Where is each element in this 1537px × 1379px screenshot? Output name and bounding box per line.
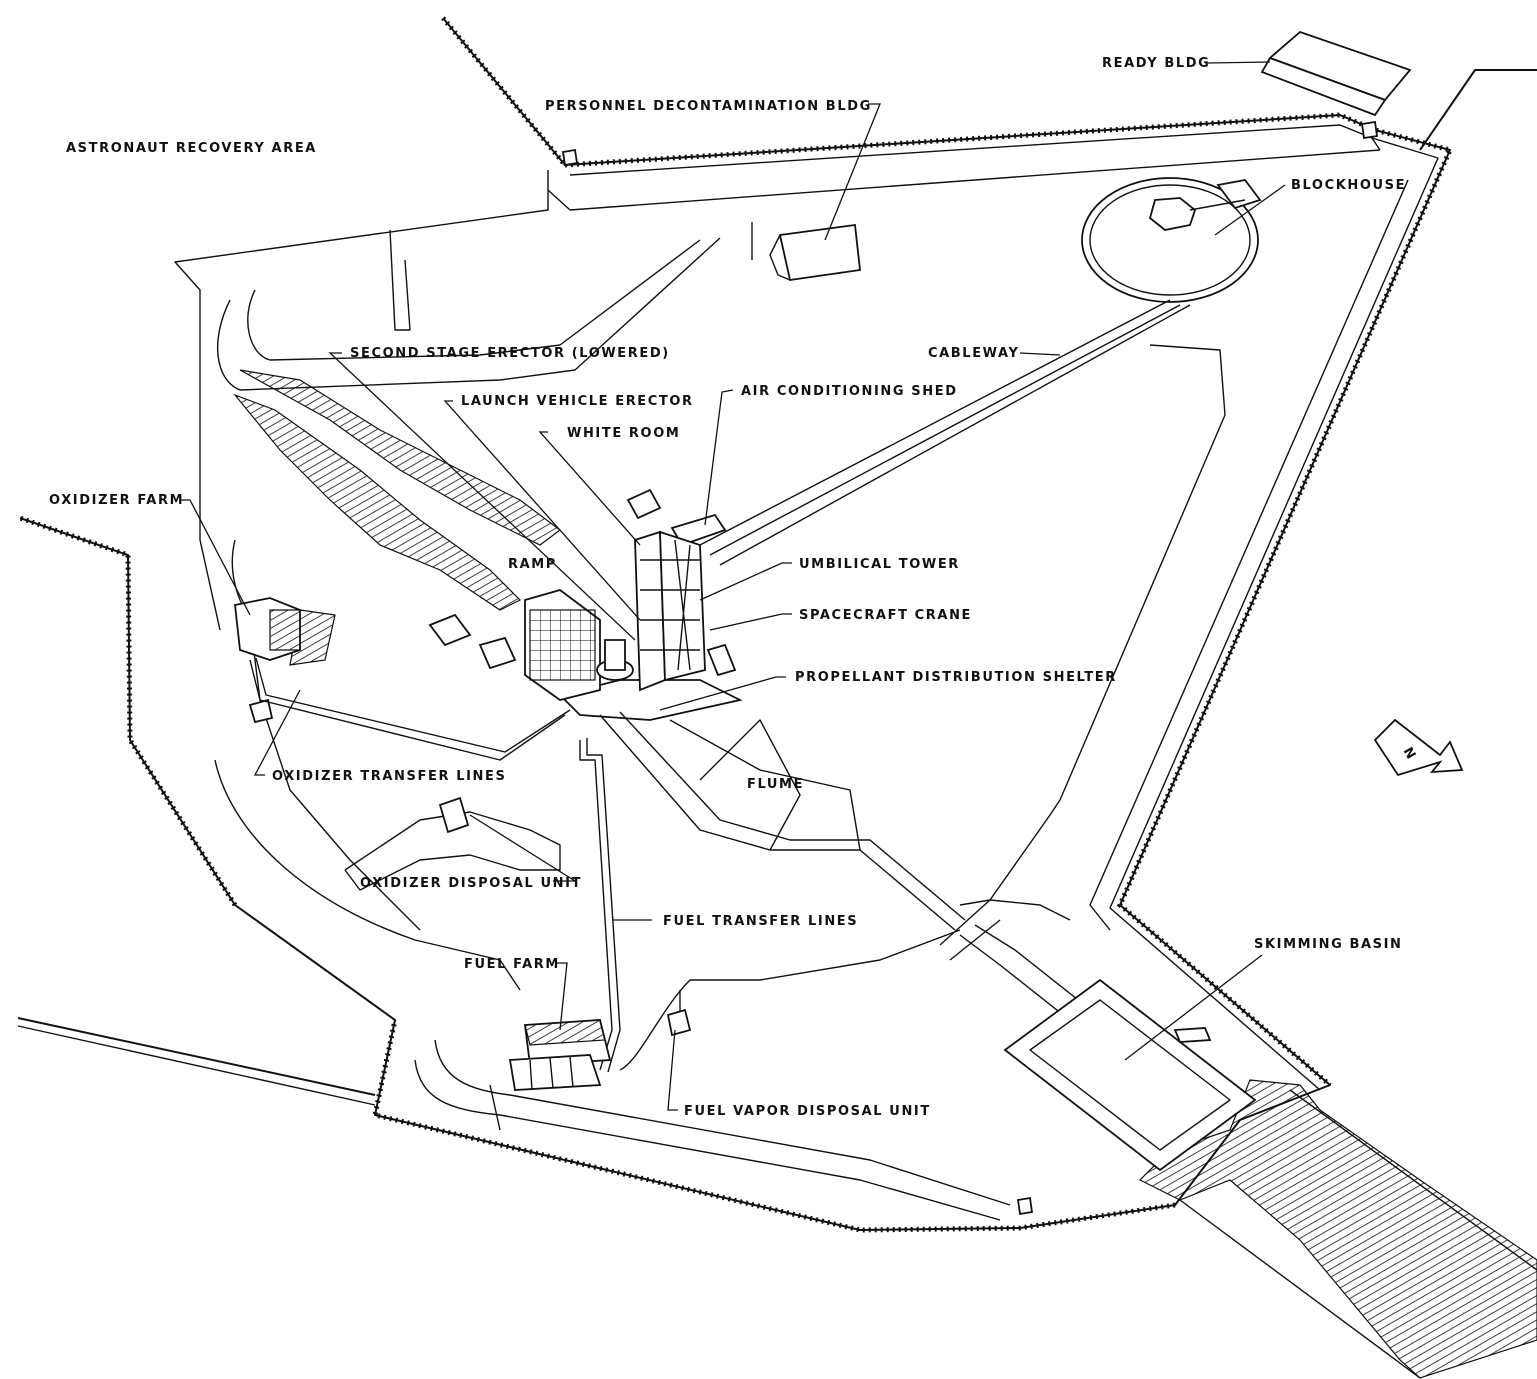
skimming-basin-shape bbox=[1003, 978, 1257, 1172]
fuel-transfer-lines-shape bbox=[579, 738, 621, 1073]
road-network bbox=[174, 134, 1409, 1221]
guard-houses bbox=[561, 120, 1379, 1216]
oxidizer-disposal-unit-shape bbox=[438, 796, 470, 834]
cableway-shape bbox=[699, 299, 1191, 566]
leader-lines bbox=[180, 61, 1286, 1111]
flume-label: FLUME bbox=[747, 777, 804, 792]
cableway-label: CABLEWAY bbox=[928, 346, 1019, 361]
embankments bbox=[233, 369, 1537, 1379]
umbilical-tower-label: UMBILICAL TOWER bbox=[799, 557, 960, 572]
blockhouse-label: BLOCKHOUSE bbox=[1291, 178, 1406, 193]
blockhouse-shape bbox=[1081, 177, 1262, 303]
ready-bldg-shape bbox=[1260, 30, 1412, 117]
fuel-transfer-lines-label: FUEL TRANSFER LINES bbox=[663, 914, 858, 929]
ramp-label: RAMP bbox=[508, 557, 557, 572]
labels: ASTRONAUT RECOVERY AREA PERSONNEL DECONT… bbox=[49, 56, 1406, 1119]
white-room-label: WHITE ROOM bbox=[567, 426, 680, 441]
launch-pad-structures bbox=[428, 530, 743, 721]
launch-vehicle-erector-label: LAUNCH VEHICLE ERECTOR bbox=[461, 394, 694, 409]
fuel-vapor-disposal-unit-shape bbox=[666, 990, 692, 1037]
fuel-vapor-disposal-unit-label: FUEL VAPOR DISPOSAL UNIT bbox=[684, 1104, 931, 1119]
second-stage-erector-label: SECOND STAGE ERECTOR (LOWERED) bbox=[350, 346, 670, 361]
fuel-farm-label: FUEL FARM bbox=[464, 957, 560, 972]
north-arrow-icon: N bbox=[1373, 718, 1464, 777]
oxidizer-farm-label: OXIDIZER FARM bbox=[49, 493, 184, 508]
skimming-basin-label: SKIMMING BASIN bbox=[1254, 937, 1403, 952]
oxidizer-farm-shape bbox=[234, 597, 301, 724]
oxidizer-disposal-unit-label: OXIDIZER DISPOSAL UNIT bbox=[360, 876, 582, 891]
personnel-decontamination-bldg-label: PERSONNEL DECONTAMINATION BLDG bbox=[545, 99, 872, 114]
ready-bldg-label: READY BLDG bbox=[1102, 56, 1210, 71]
astronaut-recovery-area-label: ASTRONAUT RECOVERY AREA bbox=[66, 141, 317, 156]
personnel-decontamination-bldg-shape bbox=[769, 223, 861, 282]
perimeter-fence bbox=[17, 16, 1537, 1379]
oxidizer-transfer-lines-shape bbox=[249, 657, 571, 761]
oxidizer-transfer-lines-label: OXIDIZER TRANSFER LINES bbox=[272, 769, 506, 784]
fuel-farm-shape bbox=[508, 1019, 612, 1091]
air-conditioning-shed-label: AIR CONDITIONING SHED bbox=[741, 384, 958, 399]
spacecraft-crane-label: SPACECRAFT CRANE bbox=[799, 608, 972, 623]
propellant-distribution-shelter-label: PROPELLANT DISTRIBUTION SHELTER bbox=[795, 670, 1117, 685]
